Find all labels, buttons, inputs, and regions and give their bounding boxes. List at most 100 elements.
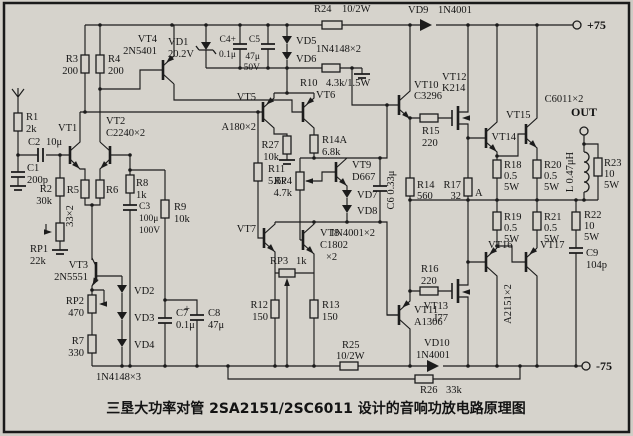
ground-icon [10, 185, 26, 191]
label-vd234-type: 1N4148×3 [96, 372, 141, 383]
resistor-r16 [419, 286, 439, 296]
label-c4-ref: C4+ [220, 35, 236, 45]
label-vt9-type: D667 [352, 172, 375, 183]
label-r14a-ref: R14A [322, 135, 348, 146]
resistor-r12 [270, 299, 280, 319]
label-r22-watt: 5W [584, 232, 599, 243]
label-rp1-val: 22k [30, 256, 47, 267]
label-vplus: +75 [587, 18, 606, 32]
terminal-vminus [581, 361, 591, 371]
label-vd6-ref: VD6 [296, 54, 316, 65]
capacitor-c3 [123, 204, 137, 211]
label-vt13-ref: VT13 [424, 301, 449, 312]
resistor-r1 [13, 112, 23, 132]
mosfet-vt12 [451, 106, 460, 130]
label-r12-ref: R12 [250, 300, 268, 311]
resistor-r17 [463, 177, 473, 197]
label-vt4-ref: VT4 [138, 34, 158, 45]
label-r2-ref: R2 [40, 184, 52, 195]
label-vminus: -75 [596, 359, 612, 373]
resistor-r20 [532, 159, 542, 179]
label-vt10-type: C3296 [414, 91, 442, 102]
resistor-r15 [419, 113, 439, 123]
label-vd8-ref: VD8 [357, 206, 377, 217]
label-vt2-ref: VT2 [106, 116, 125, 127]
labels: R1 2k C2 10μ C1 200p R2 30k RP1 22k VT1 … [26, 4, 622, 396]
wires [11, 24, 599, 380]
label-c6: C6 0.33μ [386, 170, 397, 209]
label-r1-val: 2k [26, 124, 37, 135]
label-r25-ref: R25 [342, 340, 360, 351]
label-r5-ref: R5 [67, 185, 79, 196]
label-r16-val: 220 [421, 276, 437, 287]
label-vt1-ref: VT1 [58, 123, 77, 134]
label-r22-ref: R22 [584, 210, 602, 221]
label-c3-val: 100μ [139, 214, 158, 224]
label-r12-val: 150 [252, 312, 268, 323]
resistor-r5 [80, 179, 90, 199]
resistor-r3 [80, 54, 90, 74]
resistor-r21 [532, 211, 542, 231]
label-out-pair: C6011×2 [545, 94, 584, 105]
label-r24-ref: R24 [314, 4, 332, 15]
label-r11-val: 5.6k [268, 176, 287, 187]
label-c7-ref: C7 [176, 308, 188, 319]
label-r14a-val: 6.8k [322, 147, 341, 158]
capacitor-c2 [37, 148, 44, 162]
label-r14-ref: R14 [417, 180, 435, 191]
resistor-r19 [492, 211, 502, 231]
label-vd7-ref: VD7 [357, 190, 377, 201]
label-r14-val: 560 [417, 191, 433, 202]
label-r15-ref: R15 [422, 126, 440, 137]
label-r17-val: 32 [451, 191, 462, 202]
label-c9-val: 104p [586, 260, 607, 271]
label-vt10-ref: VT10 [414, 80, 439, 91]
capacitor-c7 [158, 317, 172, 324]
label-vd9-type: 1N4001 [438, 5, 472, 16]
resistor-r23 [593, 157, 603, 177]
capacitor-c1 [11, 171, 25, 178]
label-r19-ref: R19 [504, 212, 522, 223]
label-r23-watt: 5W [604, 180, 619, 191]
label-c4-val: 0.1μ [219, 50, 236, 60]
label-c7-val: 0.1μ [176, 320, 195, 331]
label-vt15-ref: VT15 [506, 110, 531, 121]
label-c1-val: 200p [27, 175, 48, 186]
label-r20-ref: R20 [544, 160, 562, 171]
label-vt12-type: K214 [442, 83, 466, 94]
label-r20-val: 0.5 [544, 171, 557, 182]
capacitor-c9 [569, 247, 583, 254]
label-r19-watt: 5W [504, 234, 519, 245]
resistor-r25 [339, 361, 359, 371]
label-vt11-type: A1306 [414, 317, 443, 328]
capacitor-c5 [261, 43, 275, 50]
label-c8-val: 47μ [208, 320, 225, 331]
resistor-r10 [321, 63, 341, 73]
label-vt2-type: C2240×2 [106, 128, 145, 139]
resistor-r18 [492, 159, 502, 179]
diode-symbols [117, 19, 439, 372]
label-node-a: A [475, 188, 483, 199]
label-r10-val: 4.3k/1.5W [326, 78, 370, 89]
label-r7-val: 330 [68, 348, 84, 359]
terminals [572, 20, 591, 371]
label-vt8-type: C1802 [320, 240, 348, 251]
label-rp2-ref: RP2 [66, 296, 84, 307]
label-vt14-ref: VT14 [492, 132, 517, 143]
label-r15-val: 220 [422, 138, 438, 149]
label-r9-ref: R9 [174, 202, 186, 213]
label-r21-val: 0.5 [544, 223, 557, 234]
ground-icon [52, 249, 68, 255]
label-r27-val: 10k [263, 152, 280, 163]
junction-dots [16, 23, 586, 368]
label-r3-val: 200 [62, 66, 78, 77]
label-vt16-ref: VT16 [488, 240, 513, 251]
label-r24-val: 10/2W [342, 4, 371, 15]
label-vt17-ref: VT17 [540, 240, 565, 251]
label-c1-ref: C1 [27, 163, 39, 174]
label-l1: L 0.47μH [565, 151, 576, 192]
resistor-r2 [55, 177, 65, 197]
label-r8-val: 1k [136, 190, 147, 201]
